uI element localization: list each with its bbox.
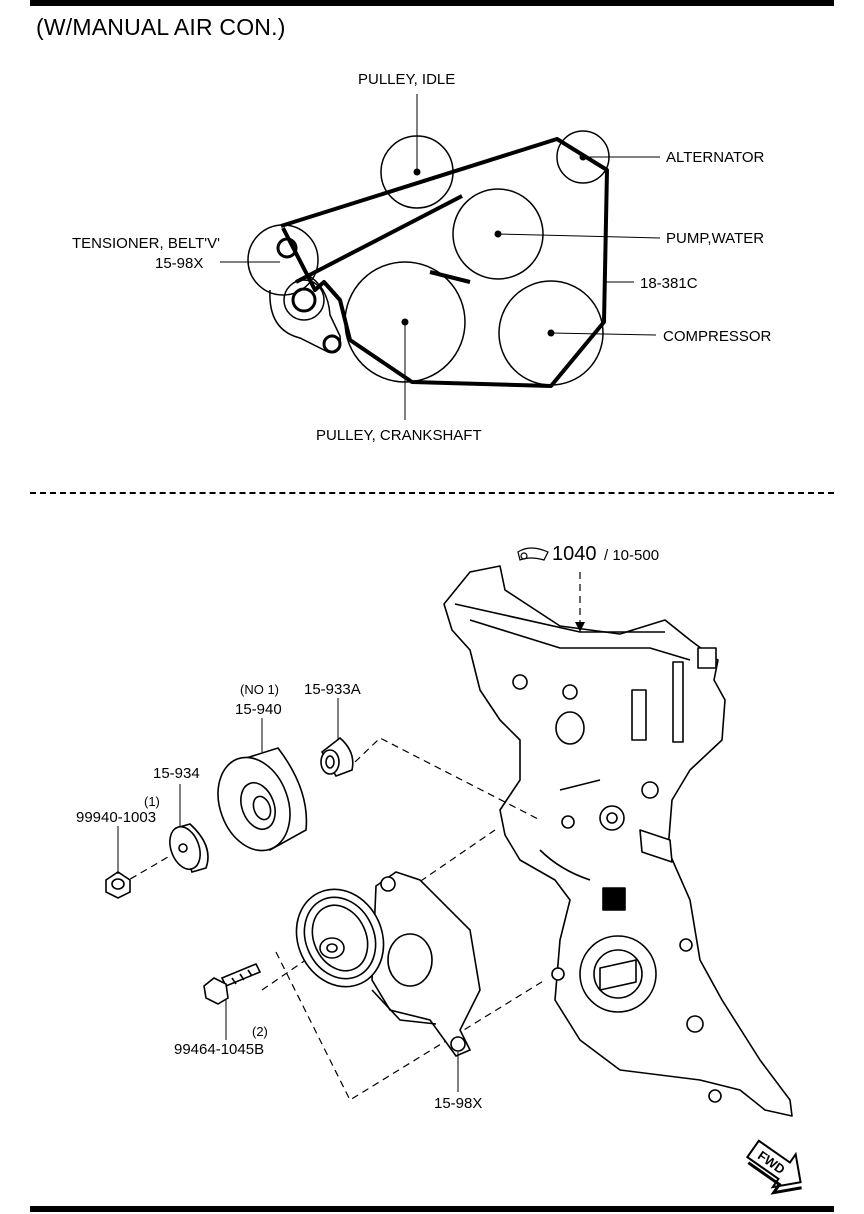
belt-routing-group [220, 94, 661, 420]
label-compressor: COMPRESSOR [663, 328, 772, 345]
parts-leader-lines [117, 698, 459, 1092]
compressor-pulley-circle [498, 280, 604, 386]
label-cover-ref-sub: / 10-500 [604, 547, 659, 564]
label-pump-water: PUMP,WATER [666, 230, 764, 247]
idler-pulley-illustration [217, 747, 308, 852]
water-pump-pulley-circle [452, 188, 544, 280]
label-tensioner-part-lower: 15-98X [434, 1095, 482, 1112]
label-idler-part: 15-940 [235, 701, 282, 718]
section-divider [30, 492, 834, 494]
label-washer-part: 15-934 [153, 765, 200, 782]
label-alternator: ALTERNATOR [666, 149, 765, 166]
install-guide-lines [119, 572, 581, 1101]
reference-symbol-icon [517, 547, 549, 561]
label-nut-qty: (1) [144, 794, 160, 809]
label-idler-note: (NO 1) [240, 682, 279, 697]
cover-ref-arrowhead [575, 622, 585, 632]
label-cover-ref-num: 1040 [552, 543, 597, 565]
label-pulley-crankshaft: PULLEY, CRANKSHAFT [316, 427, 482, 444]
label-tensioner-part: 15-98X [155, 255, 203, 272]
label-bolt-part: 99464-1045B [174, 1041, 264, 1058]
tensioner-pulley-circle [247, 224, 319, 296]
label-belt-part: 18-381C [640, 275, 698, 292]
label-bolt-qty: (2) [252, 1024, 268, 1039]
bolt-illustration [203, 962, 262, 1005]
label-spacer-part: 15-933A [304, 681, 361, 698]
fwd-arrow-icon: FWD [745, 1139, 802, 1195]
belt-tensioner-illustration [295, 871, 481, 1057]
washer-illustration [169, 823, 209, 873]
top-border-rule [30, 0, 834, 6]
spacer-illustration [320, 736, 354, 777]
label-nut-part: 99940-1003 [76, 809, 156, 826]
label-tensioner: TENSIONER, BELT'V' [72, 235, 220, 252]
belt-inner-run [295, 194, 471, 284]
flange-nut-illustration [105, 871, 131, 899]
label-pulley-idle: PULLEY, IDLE [358, 71, 455, 88]
diagram-heading: (W/MANUAL AIR CON.) [36, 14, 286, 40]
bottom-border-rule [30, 1206, 834, 1212]
timing-cover-illustration [443, 565, 793, 1117]
